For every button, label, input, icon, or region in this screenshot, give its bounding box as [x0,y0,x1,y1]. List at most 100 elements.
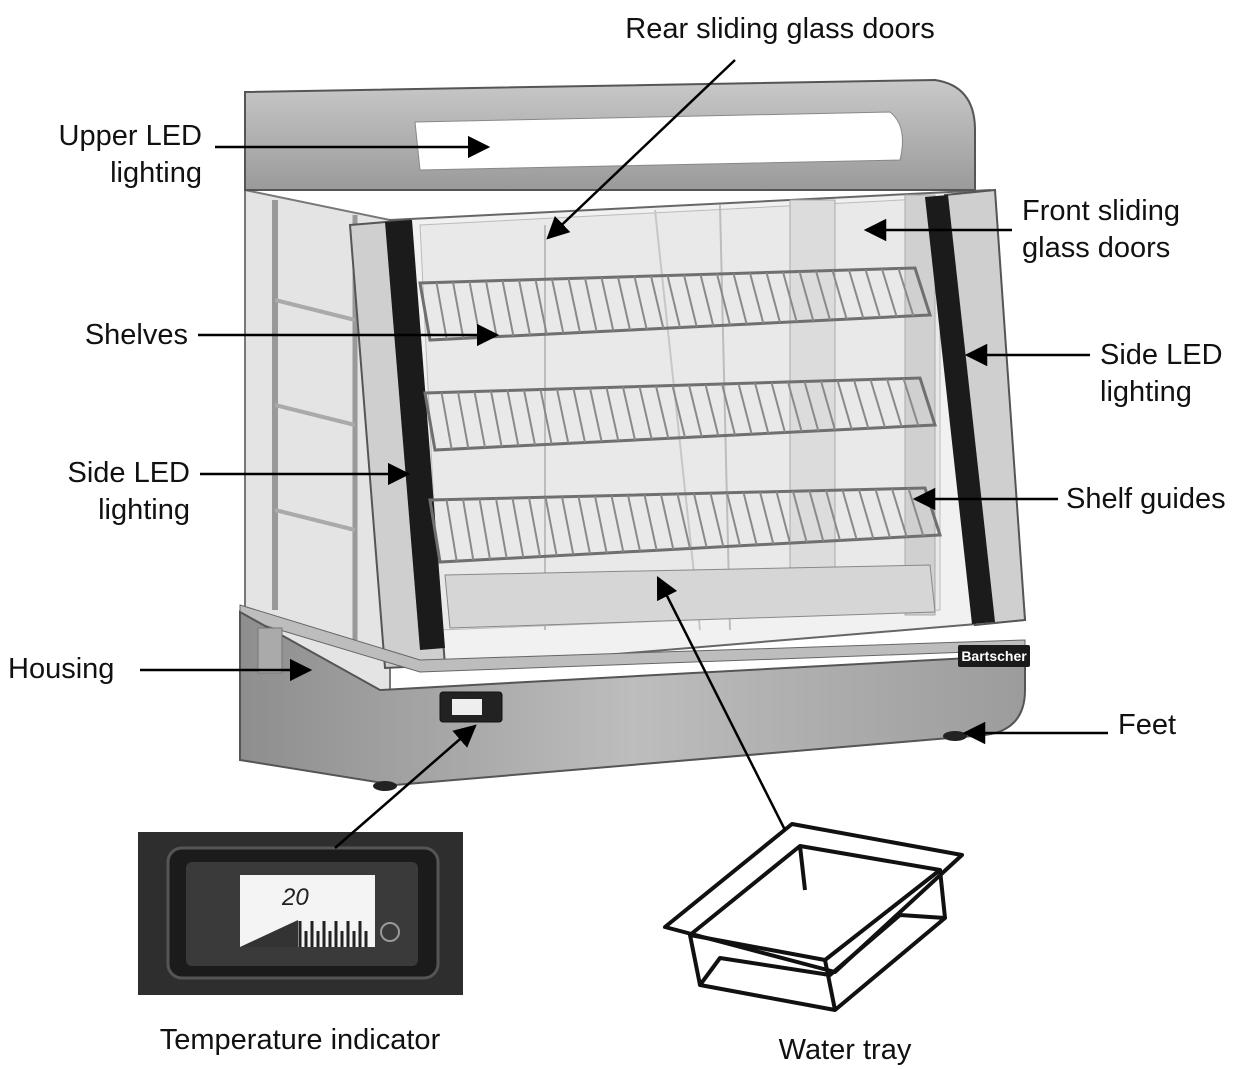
shelf-wire [676,493,691,549]
shelf-wire [600,277,615,332]
label-line: Side LED [1100,339,1223,371]
label-rear-sliding-glass-doors: Rear sliding glass doors [625,13,935,45]
shelf-wire [528,497,541,557]
label-water-tray: Water tray [778,1034,912,1066]
shelf-wire [539,389,553,445]
shelf-wire [671,385,686,438]
shelf-wire [523,389,536,446]
shelf-wire [869,379,886,428]
shelf-wire [572,388,586,443]
display-cabinet: Bartscher [239,78,1030,791]
shelf-wire [716,273,731,326]
arrow-water-tray [656,575,787,831]
label-housing: Housing [8,653,115,685]
shelf-wire [874,488,891,538]
shelf-wire [589,387,603,442]
shelf-wire [594,495,608,554]
shelf-wire [544,497,558,556]
shelf-wire [792,490,808,543]
shelf-wire [501,280,515,337]
shelf-wire [506,390,520,447]
label-line: lighting [98,494,190,526]
label-front-sliding-glass-doors: Front sliding glass doors [1022,193,1222,267]
shelf-wire [765,272,781,323]
shelf-wire [886,378,903,427]
shelf-wire [551,278,565,334]
shelf-wire [831,270,848,320]
shelf-wire [726,492,741,547]
shelf-wire [825,490,841,541]
shelf-wire [709,492,725,547]
shelf-wire [853,379,870,429]
shelf-wire [737,383,753,435]
label-feet: Feet [1118,709,1177,741]
temperature-indicator-inset: 20 [138,832,463,995]
shelf-wire [836,380,853,430]
shelf-wire [808,490,825,542]
shelf-wire [848,269,865,319]
shelf-wire [742,492,758,546]
shelf-wire [732,273,748,325]
shelf-wire [897,268,915,317]
shelf-wire [902,378,920,427]
gauge-reading: 20 [281,884,309,911]
shelf-wire [534,279,548,335]
shelf-wire [478,498,491,560]
shelf-wire [650,275,665,329]
label-line: Front sliding [1022,195,1180,227]
shelf-wire [610,495,625,553]
shelf-wire [699,274,715,327]
shelf-wire [782,271,798,322]
shelf-wire [704,384,720,437]
shelf-wire [721,383,736,436]
shelf-wire [660,494,675,550]
shelf-wire [567,278,581,333]
shelf-wire [643,494,658,551]
shelf-wire [841,489,858,540]
label-line: lighting [110,157,202,189]
shelf-wire [858,489,875,539]
shelf-wire [457,391,470,449]
shelf-wire [803,381,820,432]
shelf-wire [561,496,575,555]
label-line: lighting [1100,376,1192,408]
shelf-wire [864,269,881,318]
shelf-wire [627,494,641,552]
shelf-wire [473,391,486,448]
arrow-rear-doors [546,59,736,240]
shelf-wire [787,381,803,432]
shelf-wire [622,386,636,441]
shelf-wire [462,499,475,561]
callout-arrows [140,59,1108,849]
shelf-wire [490,390,503,447]
shelf-wire [775,491,791,544]
shelf-wire [666,275,681,328]
shelf-wire [891,488,908,538]
label-line: glass doors [1022,232,1171,264]
label-line: Upper LED [58,120,202,152]
shelf-wire [577,496,591,555]
arrow-temperature [334,724,477,849]
shelf-wire [633,276,648,330]
shelf-wire [445,499,458,562]
label-temperature-indicator: Temperature indicator [159,1024,441,1056]
shelf-wire [605,387,620,442]
shelf-wire [759,491,775,545]
shelf-wire [688,384,703,437]
shelf-wire [683,274,698,327]
shelf-wire [556,388,570,444]
shelf-wire [907,488,925,537]
label-shelf-guides: Shelf guides [1066,483,1226,515]
shelf-wire [495,498,508,559]
label-shelves: Shelves [84,319,188,351]
water-tray-drawing [663,822,964,1012]
shelf-wire [693,493,708,548]
shelf-wire [815,270,831,321]
shelf-wire [655,385,670,439]
shelf-wire [638,386,653,440]
label-line: Side LED [67,457,190,489]
shelf-wire [518,279,531,336]
shelf-wire [617,276,631,331]
